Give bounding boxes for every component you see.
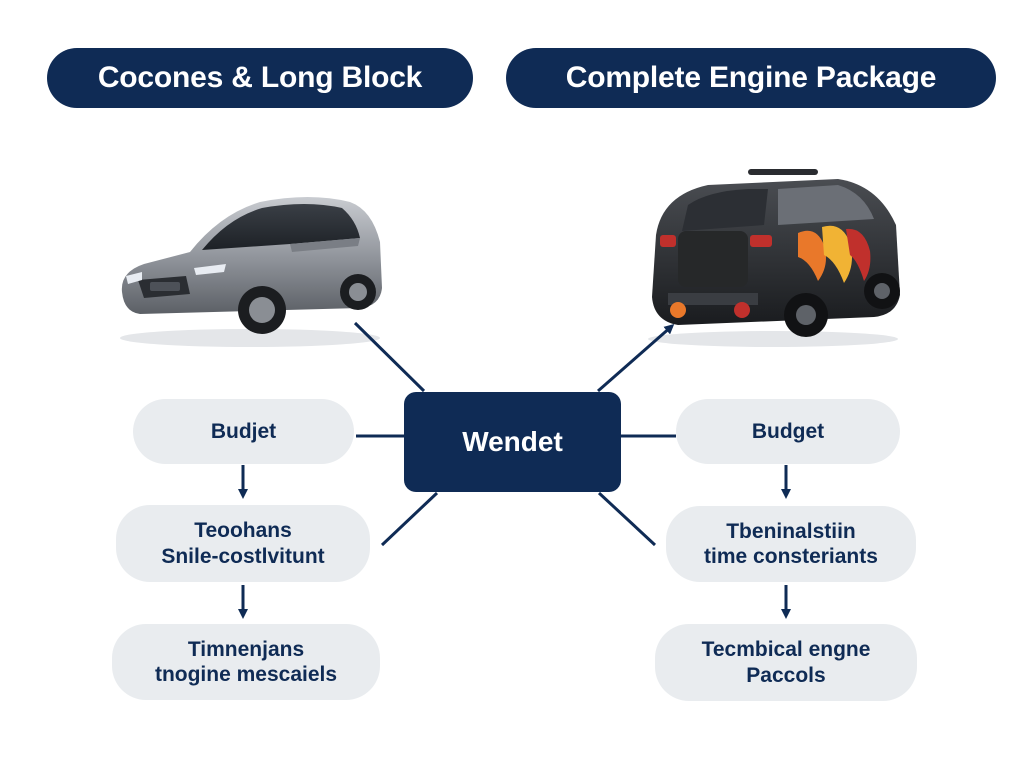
right-tech-line2: time consteriants [704, 545, 878, 568]
right-tech-node: Tbeninalstiin time consteriants [666, 506, 916, 582]
left-tech-line2: Snile-costlvitunt [161, 544, 325, 568]
left-tech-line1: Teoohans [194, 519, 292, 543]
right-budget-label: Budget [751, 419, 825, 443]
right-tech-line1: Tbeninalstiin [726, 519, 856, 543]
left-timne-node: Timnenjans tnogine mescaiels [112, 624, 380, 700]
left-timne-line2: tnogine mescaiels [154, 663, 338, 686]
left-budget-node: Budjet [133, 399, 354, 464]
connector-right-tech [597, 491, 657, 547]
connector-right-car [597, 324, 675, 393]
right-tecm-line1: Tecmbical engne [701, 638, 871, 662]
black-suv-image [648, 169, 900, 347]
connector-left-car [353, 321, 426, 393]
header-right: Complete Engine Package [506, 48, 996, 108]
silver-coupe-image [120, 197, 382, 347]
right-budget-node: Budget [676, 399, 900, 464]
center-node: Wendet [404, 392, 621, 492]
header-left: Cocones & Long Block [47, 48, 473, 108]
left-budget-label: Budjet [210, 419, 277, 443]
connector-left-tech [380, 491, 439, 547]
right-tecm-line2: Paccols [746, 663, 826, 687]
right-tecm-node: Tecmbical engne Paccols [655, 624, 917, 701]
left-tech-node: Teoohans Snile-costlvitunt [116, 505, 370, 582]
left-timne-line1: Timnenjans [187, 637, 305, 661]
